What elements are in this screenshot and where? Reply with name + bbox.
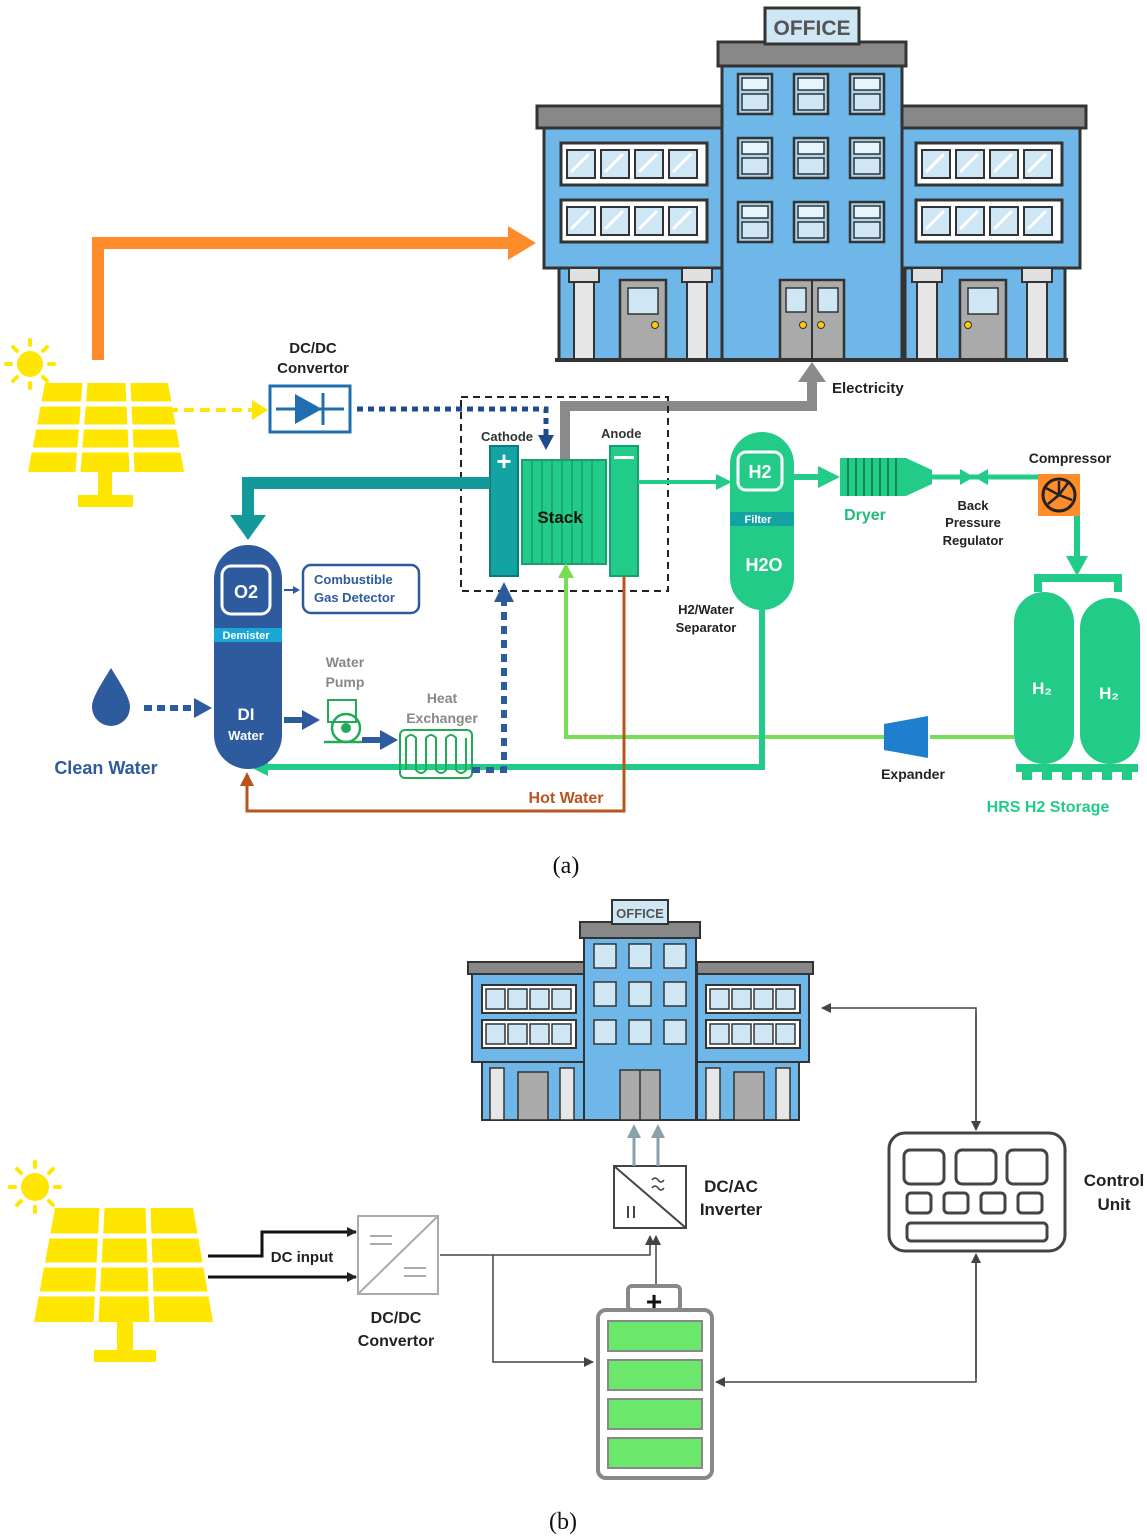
cathode-label: Cathode xyxy=(481,429,533,444)
dcdc-label-b-1: DC/DC xyxy=(371,1310,422,1327)
anode-label: Anode xyxy=(601,426,641,441)
solar-panel-a xyxy=(28,382,184,507)
dryer-icon xyxy=(840,458,932,496)
dcdc-label-a-1: DC/DC xyxy=(289,340,337,357)
dcdc-label-b-2: Convertor xyxy=(358,1333,434,1350)
bpr-label-1: Back xyxy=(957,498,989,513)
heat-exchanger-label-2: Exchanger xyxy=(406,710,478,726)
clean-water-label: Clean Water xyxy=(54,758,157,778)
inverter-to-office-arrows xyxy=(632,1136,660,1166)
h2o-label: H2O xyxy=(745,555,782,575)
svg-text:+: + xyxy=(496,446,511,476)
compressor-label: Compressor xyxy=(1029,450,1112,466)
office-building-a: OFFICE xyxy=(535,6,1088,362)
hot-water-label: Hot Water xyxy=(529,790,604,807)
hrs-h2-storage-tanks xyxy=(1014,574,1140,780)
compressor-icon xyxy=(1038,474,1080,516)
dcdc-converter-a xyxy=(268,384,352,434)
expander-label: Expander xyxy=(881,766,945,782)
office-sign-a: OFFICE xyxy=(774,17,851,40)
control-label-2: Unit xyxy=(1097,1195,1130,1214)
tank-label-2: H₂ xyxy=(1099,684,1119,703)
stack-label: Stack xyxy=(537,508,583,527)
storage-label: HRS H2 Storage xyxy=(987,799,1110,816)
office-sign-b: OFFICE xyxy=(616,906,664,921)
separator-label-2: Separator xyxy=(676,620,737,635)
separator-label-1: H2/Water xyxy=(678,602,734,617)
electricity-label: Electricity xyxy=(832,380,904,397)
office-building-b: OFFICE xyxy=(467,899,814,1121)
water-pump-label-1: Water xyxy=(326,654,365,670)
inverter-label-1: DC/AC xyxy=(704,1177,758,1196)
caption-b: (b) xyxy=(549,1509,577,1535)
control-label-1: Control xyxy=(1084,1171,1144,1190)
filter-label: Filter xyxy=(745,514,773,526)
expander-icon xyxy=(884,716,928,758)
inverter-label-2: Inverter xyxy=(700,1200,763,1219)
di-label: DI xyxy=(238,705,255,724)
bpr-label-3: Regulator xyxy=(943,533,1004,548)
h2-water-separator xyxy=(730,432,794,610)
cathode-electrode: + xyxy=(489,445,519,577)
heat-exchanger-label-1: Heat xyxy=(427,690,458,706)
anode-electrode xyxy=(609,445,639,577)
electrolyzer-stack xyxy=(521,459,607,565)
dcdc-converter-b xyxy=(357,1215,439,1295)
water-pump-icon xyxy=(324,699,362,744)
dryer-label: Dryer xyxy=(844,507,886,524)
water-pump-label-2: Pump xyxy=(326,674,365,690)
water-drop-icon xyxy=(92,668,130,726)
electricity-arrow xyxy=(560,378,817,460)
dc-input-label: DC input xyxy=(271,1249,333,1266)
demister-label: Demister xyxy=(222,630,270,642)
battery-icon: + xyxy=(596,1284,714,1480)
dcac-inverter xyxy=(613,1165,687,1229)
solar-to-office-arrow xyxy=(92,237,515,360)
dcdc-label-a-2: Convertor xyxy=(277,360,349,377)
heat-exchanger-icon xyxy=(399,729,473,779)
sun-icon-b xyxy=(8,1160,62,1214)
tank-label-1: H₂ xyxy=(1032,679,1052,698)
caption-a: (a) xyxy=(553,853,580,879)
back-pressure-regulator-icon xyxy=(960,469,988,485)
h2-label: H2 xyxy=(748,462,771,482)
combustible-gas-detector xyxy=(301,563,421,615)
di-water-label: Water xyxy=(228,728,264,743)
sun-icon xyxy=(4,338,56,390)
solar-panel-b xyxy=(34,1207,213,1362)
gas-detector-label-2: Gas Detector xyxy=(314,590,395,605)
control-unit-icon xyxy=(887,1131,1067,1253)
bpr-label-2: Pressure xyxy=(945,515,1001,530)
o2-label: O2 xyxy=(234,582,258,602)
di-water-tank xyxy=(214,545,282,769)
gas-detector-label-1: Combustible xyxy=(314,572,393,587)
